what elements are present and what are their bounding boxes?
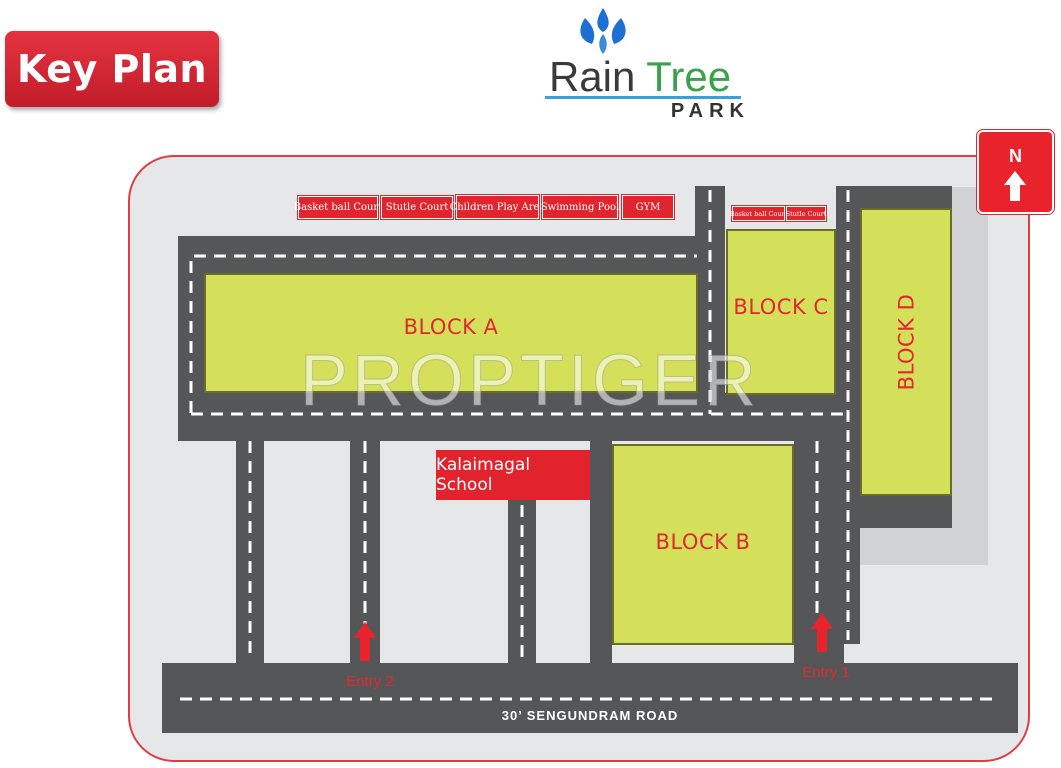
key-plan-badge: Key Plan [5, 31, 219, 107]
road-top-right [836, 186, 952, 210]
amenity-children-play-area: Children Play Area [450, 195, 545, 219]
north-label: N [1009, 146, 1022, 166]
block-b: BLOCK B [612, 444, 794, 645]
block-c-label: BLOCK C [733, 295, 829, 319]
block-d: BLOCK D [860, 208, 952, 496]
entry-1-label: Entry 1 [802, 664, 850, 681]
block-c: BLOCK C [726, 229, 836, 395]
block-a-label: BLOCK A [403, 315, 499, 339]
road-name: 30’ SENGUNDRAM ROAD [501, 708, 679, 723]
entry-2-label: Entry 2 [346, 673, 394, 690]
logo-sub: PARK [670, 100, 750, 122]
logo-word-rain: Rain [548, 53, 636, 100]
amenity-swimming-pool: Swimming Pool [541, 195, 619, 219]
block-b-label: BLOCK B [655, 530, 751, 554]
road-block-b-east [794, 441, 844, 663]
block-a: BLOCK A [204, 273, 698, 393]
road-lane-3 [508, 500, 536, 663]
amenity-basketball-court-small: Basket ball Court [730, 206, 787, 221]
road-block-b-west [590, 441, 612, 663]
amenity-gym: GYM [622, 195, 674, 219]
road-top [178, 236, 724, 276]
kalaimagal-school: Kalaimagal School [436, 450, 590, 500]
amenity-stutle-court: Stutle Court [381, 196, 453, 219]
block-d-label: BLOCK D [894, 293, 919, 391]
north-compass: N [977, 130, 1054, 214]
road-lane-2 [350, 441, 380, 663]
amenity-stutle-court-small: Stutle Court [786, 206, 826, 221]
logo-underline [545, 96, 741, 99]
logo-word-tree: Tree [646, 53, 732, 100]
north-arrow-icon [1004, 171, 1026, 201]
watermark: PROPTIGER [300, 341, 761, 422]
road-lane-1 [236, 441, 264, 663]
amenity-basketball-court: Basket ball Court [294, 196, 382, 219]
road-block-d-south [836, 496, 952, 528]
logo-title: Rain Tree [520, 54, 760, 100]
